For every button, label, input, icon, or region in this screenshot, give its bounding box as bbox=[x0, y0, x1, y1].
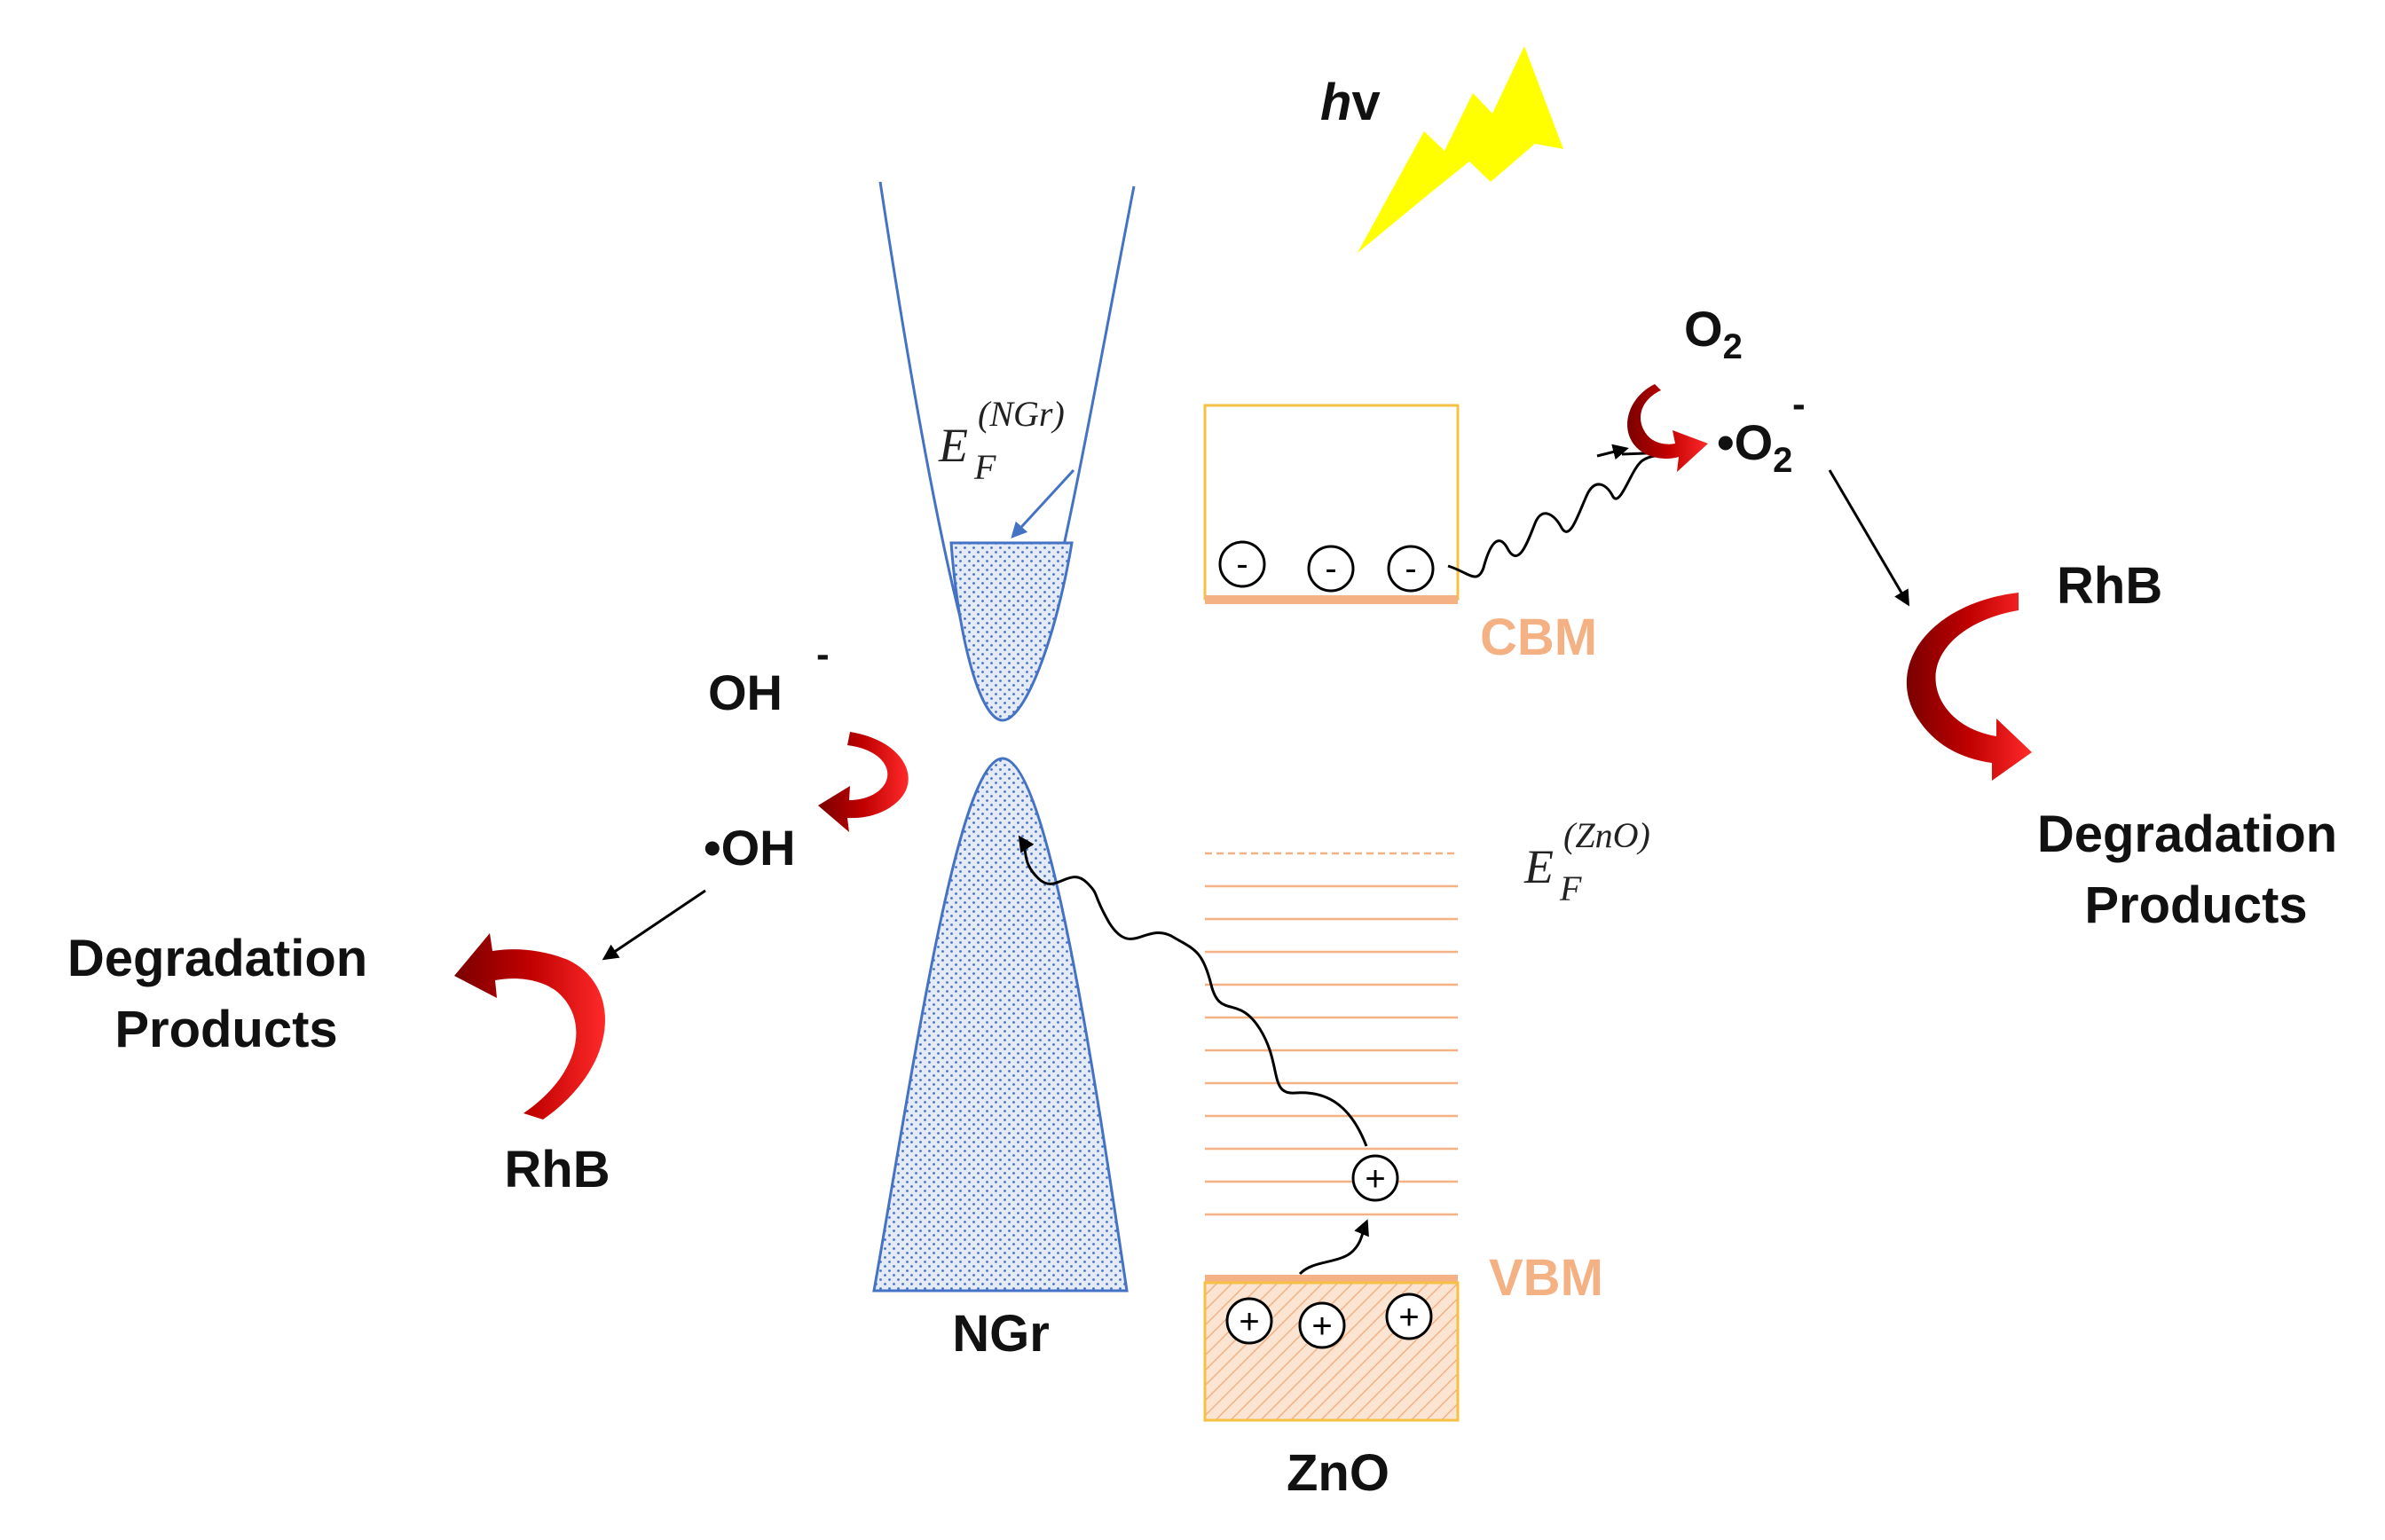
ngr-fermi-label: E bbox=[938, 419, 968, 472]
lightning-bolt-icon bbox=[1358, 46, 1563, 253]
left-rhb-label: RhB bbox=[504, 1141, 610, 1198]
zno-defect-levels bbox=[1205, 852, 1458, 1216]
frequency-nu: v bbox=[1351, 74, 1380, 131]
zno-fermi-label: E bbox=[1523, 840, 1554, 893]
hole-1: + bbox=[1225, 1297, 1273, 1345]
ngr-upper-filled-region bbox=[949, 541, 1074, 722]
hydroxide-charge: - bbox=[816, 632, 830, 676]
planck-h: h bbox=[1320, 74, 1351, 131]
right-rhb-label: RhB bbox=[2057, 557, 2162, 615]
o2-reduction-curved-arrow bbox=[1627, 384, 1708, 472]
ngr-fermi-sub: F bbox=[973, 447, 996, 487]
electron-2: - bbox=[1307, 545, 1355, 593]
superoxide-to-rhb-arrow bbox=[1828, 469, 1910, 607]
hydroxide-label: OH bbox=[708, 664, 783, 720]
svg-text:+: + bbox=[1365, 1159, 1385, 1198]
left-degradation-curved-arrow bbox=[454, 933, 605, 1120]
svg-text:-: - bbox=[1236, 545, 1248, 584]
zno-fermi-sup: (ZnO) bbox=[1563, 815, 1650, 855]
electron-transfer-wavy-arrow bbox=[1447, 451, 1673, 578]
electron-transfer-arrowhead bbox=[1596, 444, 1629, 460]
hole-trapped: + bbox=[1351, 1154, 1399, 1202]
svg-text:+: + bbox=[1311, 1307, 1332, 1346]
left-products-line1: Degradation bbox=[67, 930, 367, 987]
ngr-label: NGr bbox=[952, 1305, 1050, 1363]
cbm-label: CBM bbox=[1480, 609, 1597, 666]
ngr-lower-cone bbox=[872, 757, 1129, 1292]
superoxide-charge: - bbox=[1792, 382, 1806, 426]
svg-text:+: + bbox=[1398, 1298, 1419, 1337]
oh-oxidation-curved-arrow bbox=[818, 732, 909, 832]
right-degradation-curved-arrow bbox=[1906, 593, 2032, 781]
hole-3: + bbox=[1385, 1292, 1433, 1340]
hole-2: + bbox=[1298, 1301, 1346, 1349]
electron-1: - bbox=[1218, 540, 1266, 588]
zno-label: ZnO bbox=[1287, 1444, 1389, 1502]
ngr-fermi-sup: (NGr) bbox=[978, 394, 1065, 434]
o2-label: O2 bbox=[1684, 301, 1743, 366]
left-products-line2: Products bbox=[114, 1001, 337, 1058]
hydroxyl-radical-label: •OH bbox=[704, 820, 796, 876]
hydroxyl-to-products-arrow bbox=[602, 889, 706, 961]
hole-excitation-arrow bbox=[1298, 1219, 1369, 1276]
light-label: hv bbox=[1320, 74, 1381, 131]
zno-fermi-sub: F bbox=[1559, 868, 1582, 908]
svg-text:-: - bbox=[1325, 549, 1336, 588]
electron-3: - bbox=[1387, 545, 1435, 593]
hole-transfer-wavy-arrow bbox=[1018, 835, 1368, 1147]
svg-text:-: - bbox=[1405, 549, 1416, 588]
ngr-fermi-arrow bbox=[1011, 468, 1075, 538]
superoxide-label: •O2 bbox=[1717, 414, 1792, 480]
svg-text:+: + bbox=[1239, 1302, 1259, 1341]
vbm-label: VBM bbox=[1489, 1249, 1603, 1307]
right-products-line2: Products bbox=[2084, 876, 2307, 934]
right-products-line1: Degradation bbox=[2037, 805, 2337, 863]
